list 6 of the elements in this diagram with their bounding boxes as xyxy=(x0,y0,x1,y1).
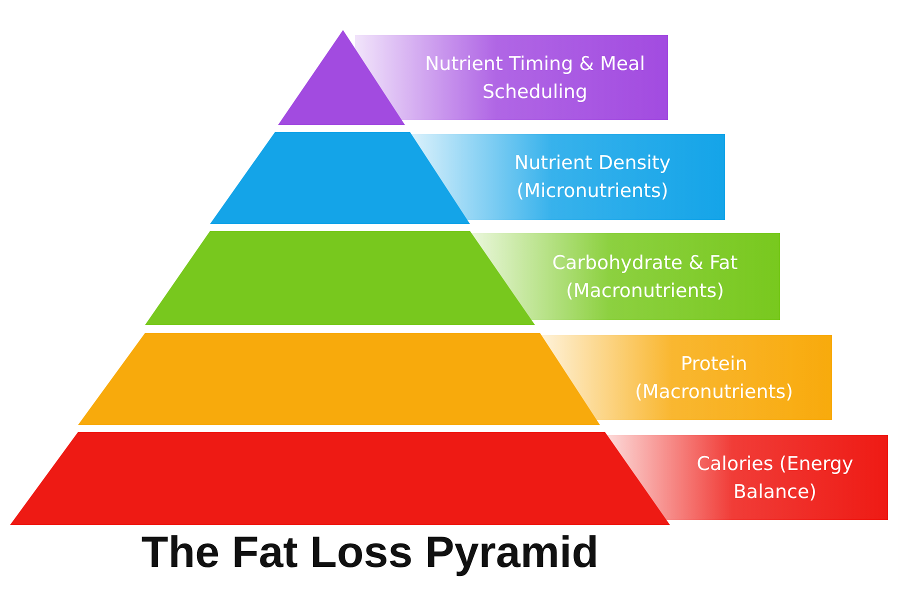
tier-label: Carbohydrate & Fat (Macronutrients) xyxy=(551,250,739,304)
tier-label: Nutrient Density (Micronutrients) xyxy=(513,151,672,204)
diagram-title: The Fat Loss Pyramid xyxy=(140,528,600,578)
tier-label: Calories (Energy Balance) xyxy=(696,452,854,504)
tier-label: Nutrient Timing & Meal Scheduling xyxy=(424,52,646,104)
tier-label: Protein (Macronutrients) xyxy=(634,352,794,404)
